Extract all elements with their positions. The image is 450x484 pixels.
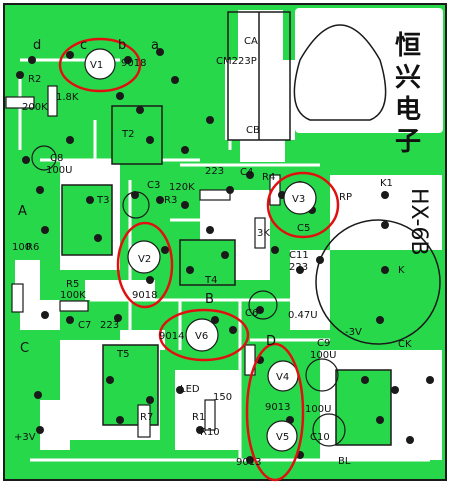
svg-text:CK: CK	[398, 339, 412, 350]
svg-text:R3: R3	[164, 195, 177, 206]
svg-text:恒: 恒	[395, 31, 421, 61]
highlight-v2	[116, 221, 174, 309]
svg-text:3K: 3K	[257, 228, 270, 239]
svg-text:150: 150	[213, 392, 232, 403]
svg-text:223: 223	[289, 262, 308, 273]
svg-text:CA: CA	[244, 36, 258, 47]
svg-text:V5: V5	[276, 432, 289, 443]
svg-text:C5: C5	[297, 223, 310, 234]
svg-text:LED: LED	[180, 384, 200, 395]
tuning-capacitor	[227, 11, 291, 141]
svg-text:C7: C7	[78, 320, 91, 331]
highlight-v6	[158, 308, 250, 362]
svg-text:兴: 兴	[395, 63, 421, 93]
svg-text:T5: T5	[116, 349, 129, 360]
svg-text:K: K	[398, 265, 405, 276]
svg-text:C: C	[20, 341, 29, 356]
svg-text:-3V: -3V	[345, 327, 362, 338]
svg-text:D: D	[266, 334, 276, 349]
section-letters: A B C D	[18, 204, 276, 356]
highlight-v4-v5	[245, 342, 305, 482]
svg-text:R7: R7	[140, 412, 153, 423]
electrolytic-caps	[31, 145, 346, 447]
transistor-bodies	[84, 48, 317, 452]
svg-text:V3: V3	[292, 194, 305, 205]
svg-text:R2: R2	[28, 74, 41, 85]
svg-text:+3V: +3V	[14, 432, 36, 443]
svg-text:100U: 100U	[46, 165, 72, 176]
svg-text:200K: 200K	[22, 102, 48, 113]
svg-text:B: B	[205, 292, 214, 307]
component-labels: V1 9018 CA CB CM223P 200K R2 1.8K T2 C8 …	[12, 36, 412, 468]
svg-text:c: c	[80, 38, 87, 53]
highlight-v3	[266, 171, 340, 239]
highlight-rings	[58, 37, 340, 482]
svg-text:120K: 120K	[169, 182, 195, 193]
svg-text:9013: 9013	[265, 402, 290, 413]
pad-letter-labels: d c b a	[33, 38, 159, 53]
svg-text:CB: CB	[246, 125, 260, 136]
svg-text:V1: V1	[90, 60, 103, 71]
svg-text:RP: RP	[339, 192, 352, 203]
svg-text:R10: R10	[200, 427, 220, 438]
rp-potentiometer-ring	[315, 219, 441, 345]
speaker-outline	[293, 24, 387, 121]
svg-text:R6: R6	[26, 242, 39, 253]
svg-text:100U: 100U	[310, 350, 336, 361]
svg-text:0.47U: 0.47U	[288, 310, 318, 321]
svg-text:C4: C4	[240, 167, 253, 178]
svg-text:100: 100	[12, 242, 31, 253]
svg-text:9014: 9014	[159, 331, 184, 342]
svg-text:BL: BL	[338, 456, 351, 467]
svg-text:9018: 9018	[121, 58, 146, 69]
svg-text:a: a	[151, 38, 159, 53]
svg-text:CM223P: CM223P	[216, 56, 257, 67]
svg-text:9018: 9018	[132, 290, 157, 301]
highlight-v1	[58, 37, 142, 93]
svg-text:T3: T3	[96, 195, 109, 206]
svg-text:T4: T4	[204, 275, 217, 286]
svg-text:V4: V4	[276, 372, 289, 383]
svg-text:100K: 100K	[60, 290, 86, 301]
svg-text:d: d	[33, 38, 41, 53]
svg-text:R1: R1	[192, 412, 205, 423]
svg-text:C9: C9	[317, 338, 330, 349]
resistor-bodies	[5, 85, 281, 438]
svg-text:电: 电	[395, 95, 421, 125]
svg-text:V6: V6	[195, 331, 208, 342]
svg-text:子: 子	[395, 127, 421, 157]
svg-text:223: 223	[205, 166, 224, 177]
svg-text:b: b	[118, 38, 126, 53]
svg-text:C6: C6	[245, 308, 258, 319]
svg-text:1.8K: 1.8K	[56, 92, 79, 103]
svg-text:223: 223	[100, 320, 119, 331]
svg-text:C11: C11	[289, 250, 309, 261]
svg-text:V2: V2	[138, 254, 151, 265]
svg-text:T2: T2	[121, 129, 134, 140]
svg-text:100U: 100U	[305, 404, 331, 415]
board-frame	[3, 3, 447, 481]
svg-text:9013: 9013	[236, 457, 261, 468]
svg-text:R5: R5	[66, 279, 79, 290]
svg-text:R4: R4	[262, 172, 275, 183]
brand-text: 恒 兴 电 子	[395, 31, 421, 157]
svg-text:A: A	[18, 204, 27, 219]
svg-text:C3: C3	[147, 180, 160, 191]
svg-text:C10: C10	[310, 432, 330, 443]
svg-text:K1: K1	[380, 178, 393, 189]
svg-text:C8: C8	[50, 153, 63, 164]
model-label: HX-6B	[406, 188, 431, 256]
